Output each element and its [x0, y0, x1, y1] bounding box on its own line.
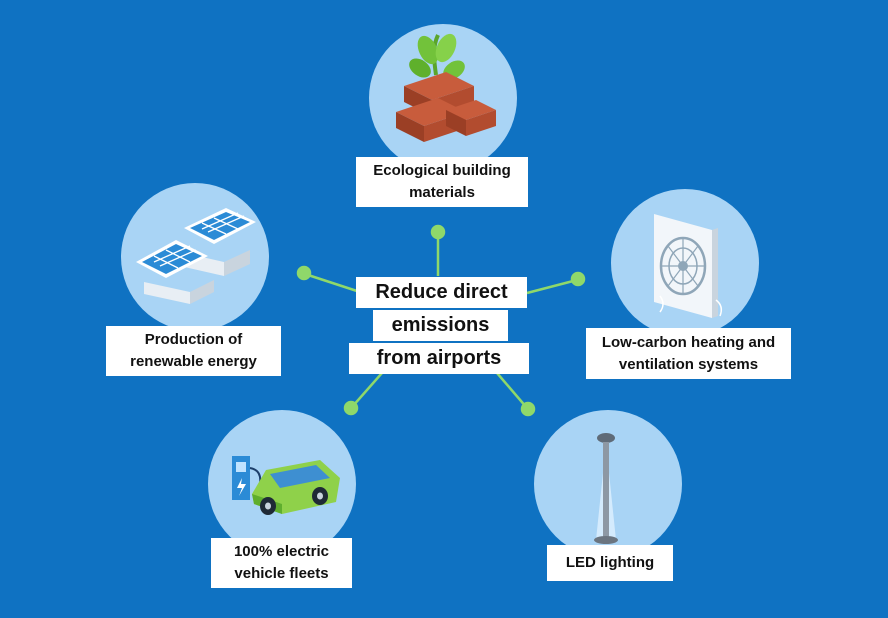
node-label-line: Low-carbon heating and [601, 333, 776, 351]
node-label-line: 100% electric [233, 543, 330, 560]
node-label-line: Production of [144, 331, 243, 348]
node-label-line: Ecological building [373, 162, 511, 179]
ventilation-fan-icon [654, 214, 723, 318]
solar-panels-icon [136, 208, 256, 304]
connector-bottom-left [343, 372, 383, 416]
node-label-renewable-energy: Production of renewable energy [106, 326, 281, 376]
node-label-line: renewable energy [130, 353, 257, 370]
connector-right [526, 271, 586, 295]
connectors [296, 224, 586, 417]
bricks-plant-icon [396, 33, 496, 142]
node-label-led-lighting: LED lighting [547, 545, 673, 581]
node-label-ecological-building-materials: Ecological building materials [356, 157, 528, 207]
street-lamp-icon [594, 433, 618, 544]
center-title-line-2: emissions [373, 310, 508, 341]
node-label-line: ventilation systems [618, 355, 759, 373]
node-label-line: vehicle fleets [234, 565, 329, 582]
electric-car-charging-icon [232, 456, 340, 515]
node-label-heating-ventilation: Low-carbon heating and ventilation syste… [586, 328, 791, 379]
center-title-line-3: from airports [349, 343, 529, 374]
node-label-line: LED lighting [565, 554, 655, 571]
connector-top [430, 224, 446, 276]
connector-bottom-right [496, 372, 536, 417]
center-title-line-1: Reduce direct [356, 277, 527, 308]
connector-left [296, 265, 361, 294]
node-label-electric-vehicle-fleets: 100% electric vehicle fleets [211, 538, 352, 588]
node-label-line: materials [409, 184, 475, 201]
